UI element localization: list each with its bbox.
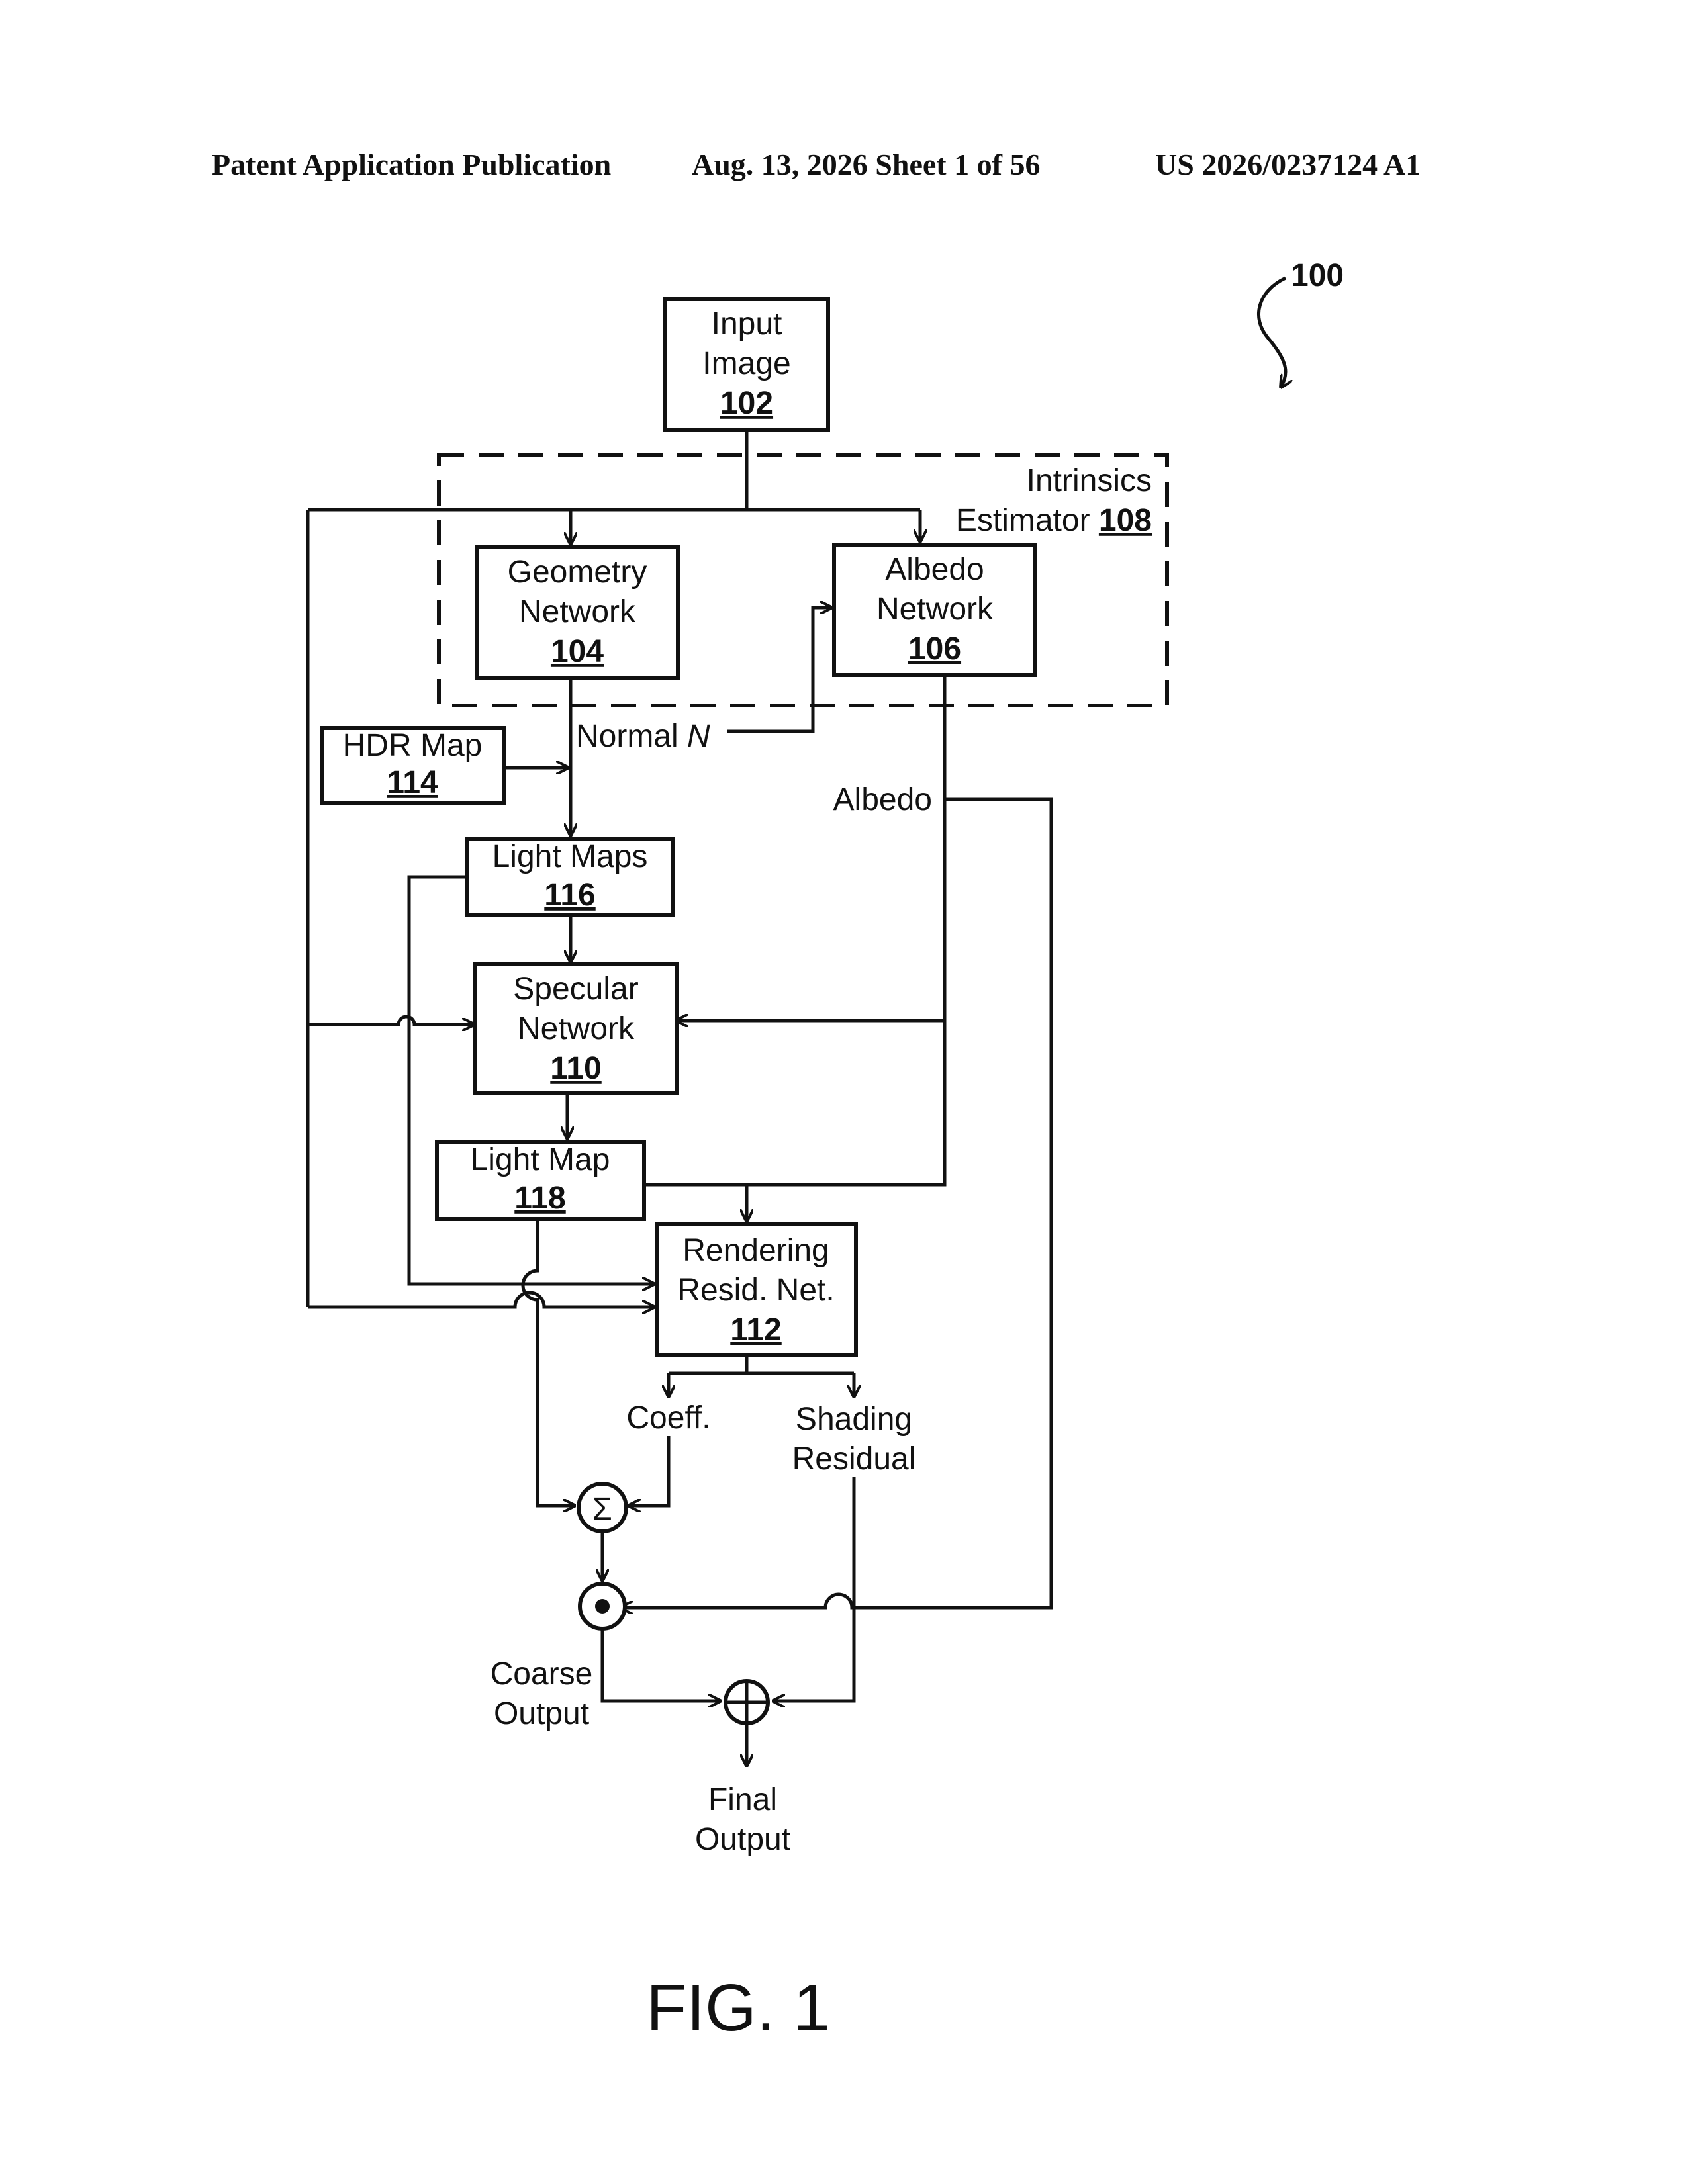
estimator-label: Estimator 108 (956, 503, 1152, 538)
albedo-network-label-1: Albedo (885, 552, 984, 587)
figure-ref-number: 100 (1291, 258, 1344, 293)
shading-label-1: Shading (796, 1402, 912, 1437)
multiply-dot (595, 1599, 610, 1614)
coeff-to-sum (629, 1436, 669, 1506)
normal-to-albedo (727, 608, 831, 731)
specular-network-ref: 110 (550, 1051, 601, 1086)
geometry-network-label-2: Network (519, 594, 636, 629)
specular-network-label-1: Specular (513, 972, 638, 1007)
rendering-output-split (669, 1355, 854, 1373)
hdr-map-label: HDR Map (343, 728, 483, 763)
hdr-map-ref: 114 (387, 765, 438, 800)
light-maps-label: Light Maps (492, 839, 648, 874)
light-map-ref: 118 (514, 1181, 565, 1216)
rendering-label-1: Rendering (682, 1233, 829, 1268)
input-to-rendering (308, 1293, 654, 1307)
geometry-network-ref: 104 (551, 634, 604, 669)
shading-to-add (773, 1477, 854, 1701)
final-label-2: Output (695, 1822, 790, 1857)
input-image-label-1: Input (712, 306, 782, 341)
multiply-to-add (602, 1629, 720, 1701)
rendering-ref: 112 (730, 1312, 781, 1347)
coarse-label-1: Coarse (491, 1657, 593, 1692)
input-image-label-2: Image (702, 346, 790, 381)
input-image-ref: 102 (720, 386, 773, 421)
intrinsics-label: Intrinsics (1027, 463, 1152, 498)
geometry-network-label-1: Geometry (508, 555, 647, 590)
albedo-network-ref: 106 (908, 631, 961, 666)
albedo-network-label-2: Network (876, 592, 994, 627)
albedo-right-path (621, 799, 1051, 1608)
light-map-to-sum (523, 1219, 575, 1506)
ref-squiggle (1258, 278, 1286, 387)
normal-label: Normal N (576, 719, 710, 754)
shading-label-2: Residual (792, 1441, 916, 1477)
light-maps-ref: 116 (544, 878, 595, 913)
rendering-label-2: Resid. Net. (677, 1273, 834, 1308)
specular-network-label-2: Network (518, 1011, 635, 1046)
figure-caption: FIG. 1 (646, 1971, 830, 2045)
albedo-label: Albedo (833, 782, 932, 817)
coeff-label: Coeff. (626, 1400, 710, 1435)
input-to-specular (308, 1017, 474, 1024)
sum-symbol: Σ (592, 1492, 612, 1527)
final-label-1: Final (708, 1782, 777, 1817)
coarse-label-2: Output (494, 1696, 589, 1731)
light-map-label: Light Map (471, 1142, 610, 1177)
